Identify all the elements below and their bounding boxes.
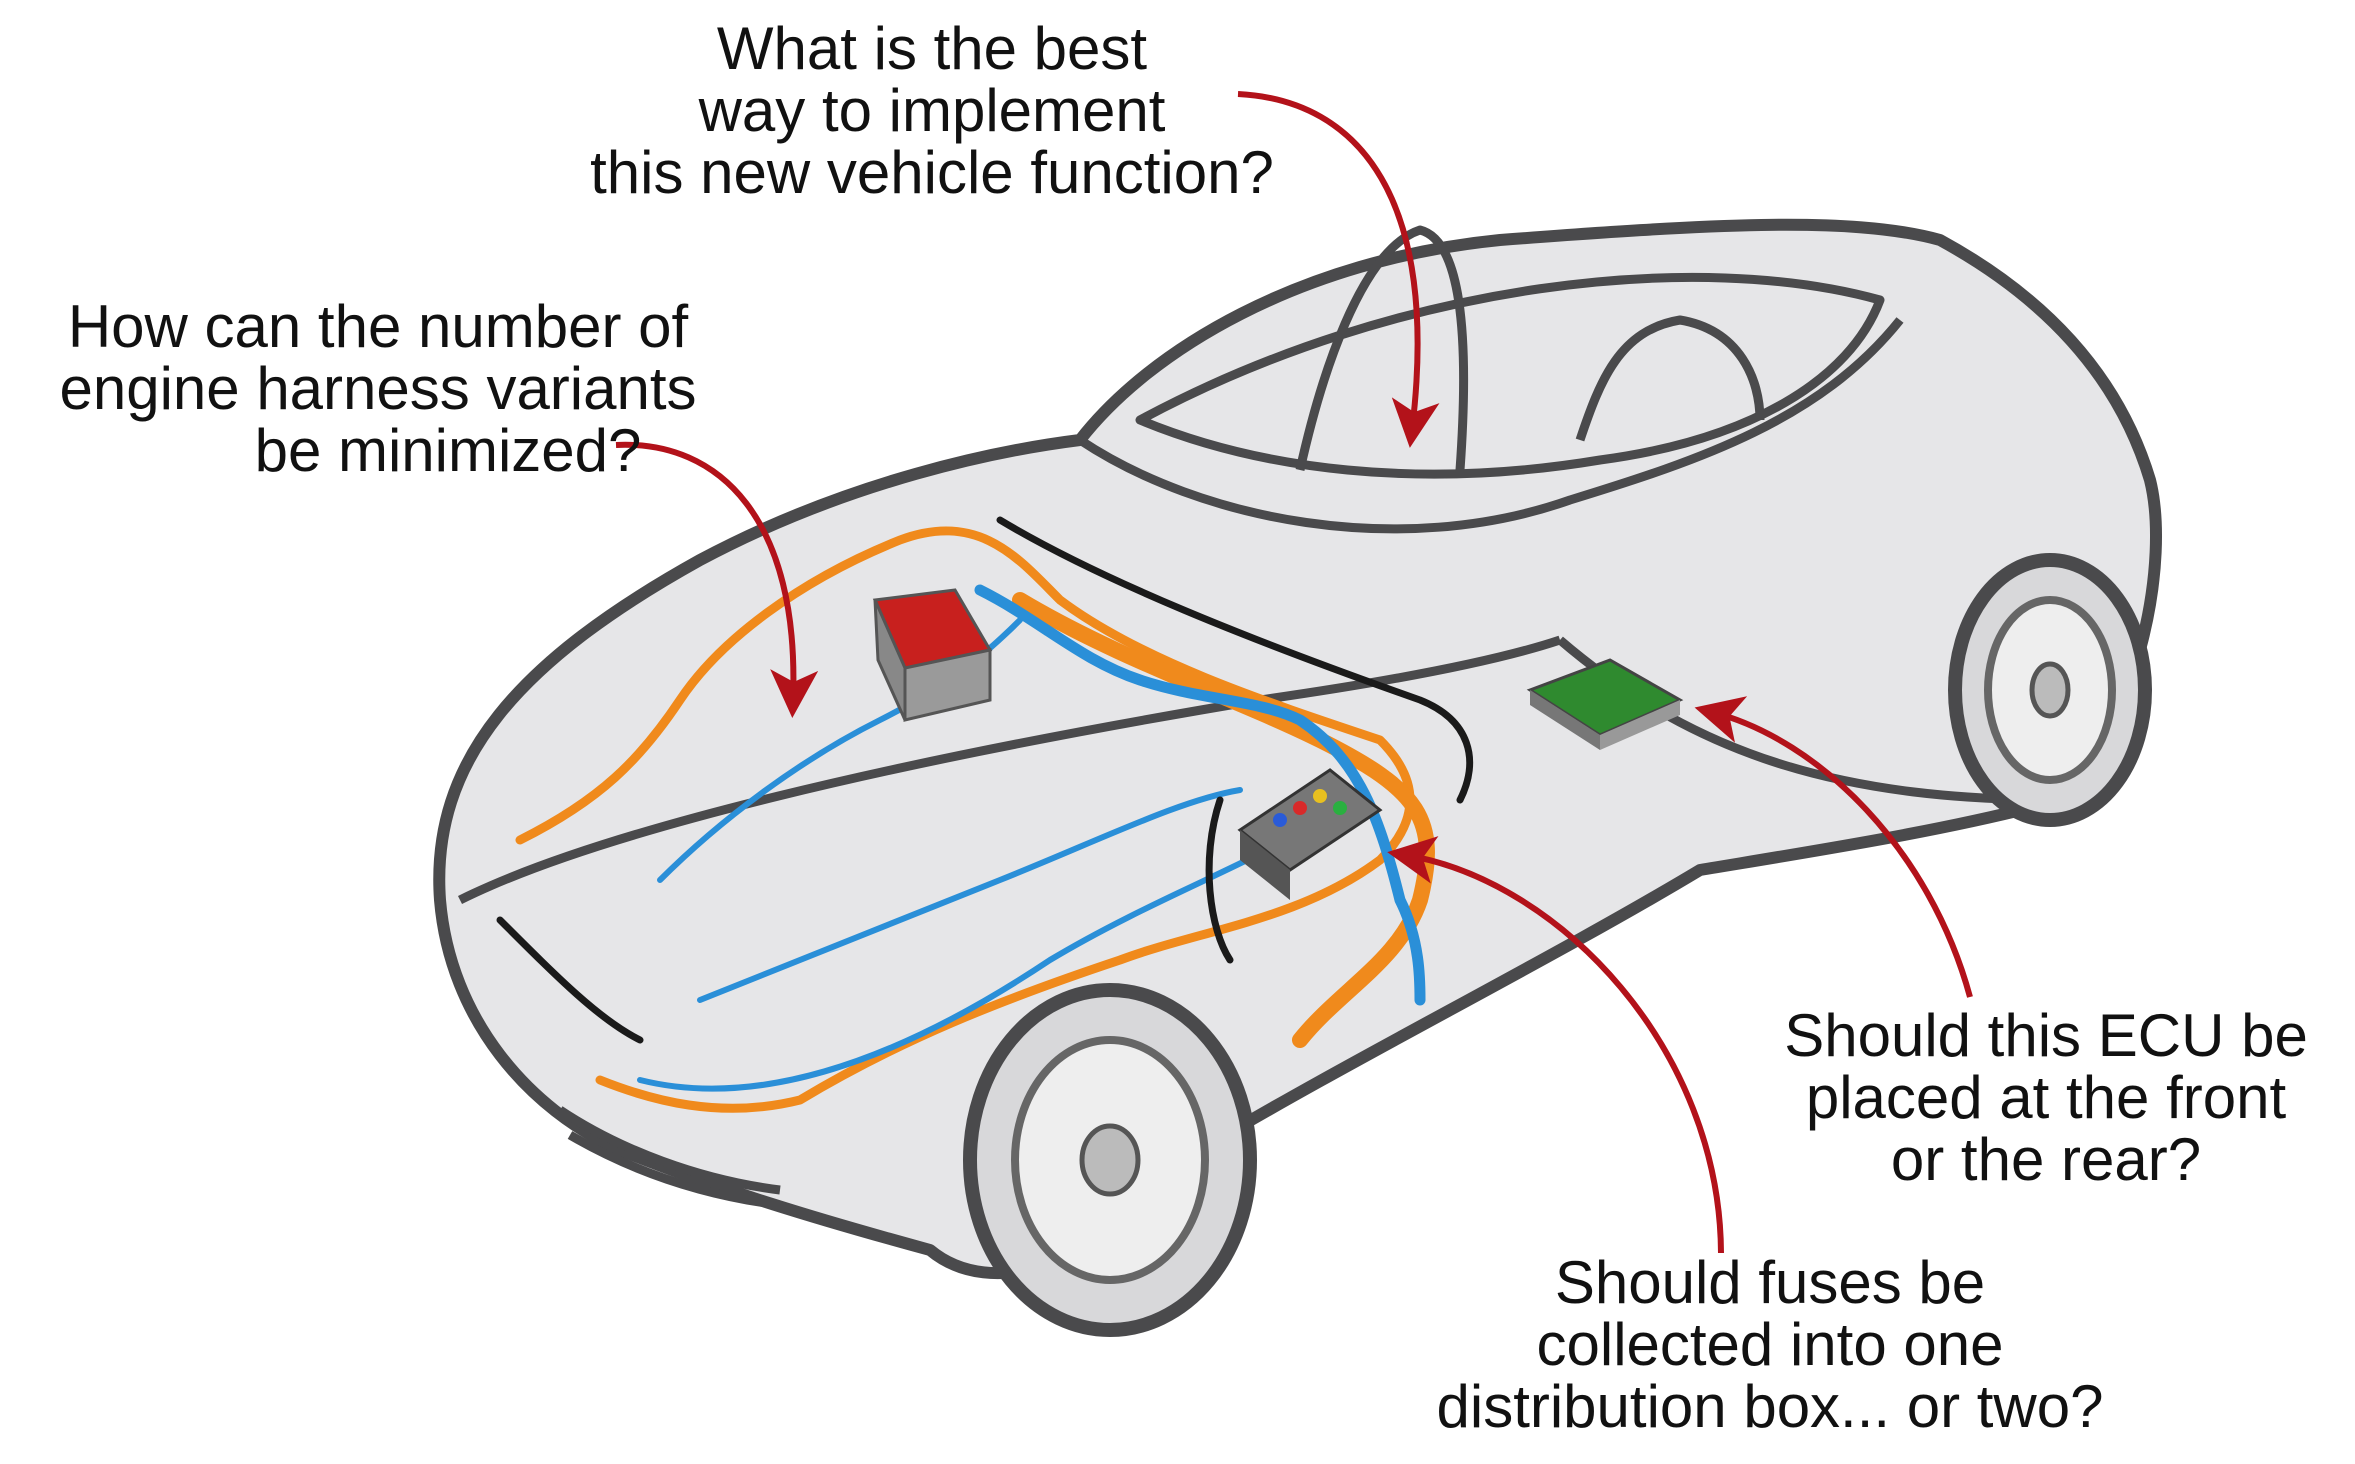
question-line: or the rear? bbox=[1890, 1126, 2202, 1193]
arrow-fuses bbox=[1387, 836, 1724, 1254]
windshield-frame bbox=[1077, 317, 1904, 534]
grille bbox=[557, 1106, 781, 1210]
harness-orange-2 bbox=[1012, 592, 1435, 1048]
question-implement-function: What is the best way to implement this n… bbox=[590, 18, 1274, 204]
question-harness-variants: How can the number of engine harness var… bbox=[59, 296, 696, 482]
harness-blue bbox=[637, 617, 1303, 1092]
arrow-ecu bbox=[1694, 696, 1973, 998]
question-line: Should fuses be bbox=[1554, 1249, 1986, 1316]
annotation-arrows bbox=[615, 91, 1973, 1254]
rear-wheel bbox=[1948, 553, 2152, 827]
seat-left bbox=[1295, 225, 1469, 471]
seat-right bbox=[1575, 315, 1765, 442]
question-line: be minimized? bbox=[254, 417, 642, 484]
question-line: How can the number of bbox=[67, 293, 689, 360]
ecu bbox=[1526, 658, 1684, 750]
question-line: engine harness variants bbox=[59, 355, 697, 422]
harness-blue-2 bbox=[974, 584, 1426, 1006]
question-line: this new vehicle function? bbox=[590, 139, 1274, 206]
question-line: Should this ECU be bbox=[1784, 1002, 2308, 1069]
question-line: distribution box... or two? bbox=[1436, 1373, 2104, 1440]
car-body bbox=[433, 218, 2162, 1280]
question-line: What is the best bbox=[716, 15, 1148, 82]
battery bbox=[872, 588, 993, 722]
question-line: way to implement bbox=[698, 77, 1166, 144]
question-ecu-placement: Should this ECU be placed at the front o… bbox=[1784, 1005, 2308, 1191]
arrow-implement-function bbox=[1237, 91, 1440, 448]
front-wheel bbox=[963, 983, 1257, 1337]
hood-line bbox=[457, 635, 1562, 905]
harness-black bbox=[496, 516, 1474, 1044]
fuse-distribution-box bbox=[1237, 768, 1383, 900]
arrow-harness-variants bbox=[615, 441, 819, 718]
question-line: collected into one bbox=[1536, 1311, 2004, 1378]
question-fuses: Should fuses be collected into one distr… bbox=[1436, 1252, 2103, 1438]
question-line: placed at the front bbox=[1805, 1064, 2287, 1131]
cockpit bbox=[1135, 272, 1885, 479]
